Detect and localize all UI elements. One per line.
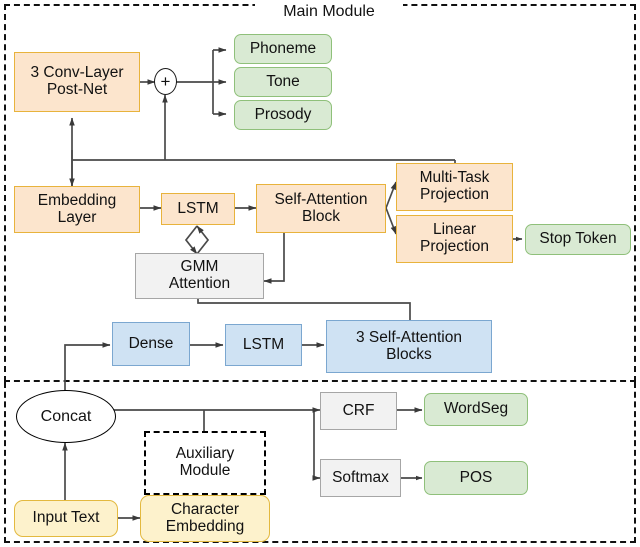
multi-task-projection-block[interactable]: Multi-Task Projection — [396, 163, 513, 211]
linear-projection-block[interactable]: Linear Projection — [396, 215, 513, 263]
dense-block[interactable]: Dense — [112, 322, 190, 366]
concat-node[interactable]: Concat — [16, 390, 116, 443]
add-operator[interactable]: + — [154, 68, 177, 95]
softmax-block[interactable]: Softmax — [320, 459, 401, 497]
auxiliary-region — [4, 382, 636, 543]
post-net-block[interactable]: 3 Conv-Layer Post-Net — [14, 52, 140, 112]
stop-token-output[interactable]: Stop Token — [525, 224, 631, 255]
crf-block[interactable]: CRF — [320, 392, 397, 430]
lstm-main-block[interactable]: LSTM — [161, 193, 235, 225]
input-text-block[interactable]: Input Text — [14, 500, 118, 537]
gmm-attention-block[interactable]: GMM Attention — [135, 253, 264, 299]
lstm-encoder-block[interactable]: LSTM — [225, 324, 302, 366]
embedding-layer-block[interactable]: Embedding Layer — [14, 186, 140, 233]
tone-output[interactable]: Tone — [234, 67, 332, 97]
prosody-output[interactable]: Prosody — [234, 100, 332, 130]
auxiliary-module-block[interactable]: Auxiliary Module — [144, 431, 266, 495]
three-self-attention-blocks[interactable]: 3 Self-Attention Blocks — [326, 320, 492, 373]
wordseg-output[interactable]: WordSeg — [424, 393, 528, 426]
main-module-title: Main Module — [255, 3, 403, 21]
character-embedding-block[interactable]: Character Embedding — [140, 495, 270, 542]
pos-output[interactable]: POS — [424, 461, 528, 495]
self-attention-block[interactable]: Self-Attention Block — [256, 184, 386, 233]
phoneme-output[interactable]: Phoneme — [234, 34, 332, 64]
